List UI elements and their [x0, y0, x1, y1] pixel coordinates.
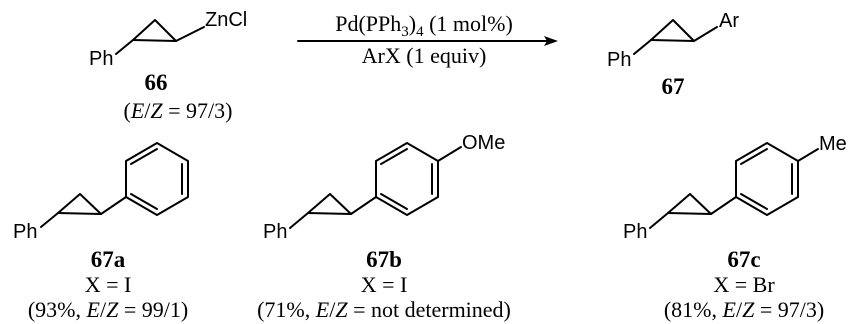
methoxy-bond-67b: [437, 146, 462, 162]
cyclopropane-67b: [307, 193, 352, 215]
ph-bond-67b: [289, 212, 309, 229]
compound-number-67a: 67a: [91, 247, 126, 272]
condition-catalyst: Pd(PPh3)4 (1 mol%): [335, 11, 513, 40]
reactant-zn-bond: [175, 26, 205, 42]
yield-67a: (93%, E/Z = 99/1): [28, 297, 188, 322]
yield-67b: (71%, E/Z = not determined): [257, 297, 511, 322]
reactant-66: Ph ZnCl 66 (E/Z = 97/3): [89, 9, 247, 123]
ph-label-67b: Ph: [263, 221, 287, 243]
product-ph-label: Ph: [607, 49, 631, 71]
reaction-arrow-group: Pd(PPh3)4 (1 mol%) ArX (1 equiv): [297, 11, 558, 68]
reactant-cyclopropane: [132, 19, 177, 42]
example-67a: Ph 67a X = I (93%, E/Z = 99/1): [13, 142, 189, 322]
condition-aryl-halide: ArX (1 equiv): [362, 43, 487, 68]
ph-bond-67c: [649, 212, 669, 229]
benzene-ring-67b: [375, 142, 439, 216]
compound-number-67b: 67b: [366, 247, 402, 272]
example-67c: Me Ph 67c X = Br (81%, E/Z = 97/3): [623, 133, 847, 322]
cyclopropane-67c: [667, 193, 712, 215]
example-67b: OMe Ph 67b X = I (71%, E/Z = not determi…: [257, 132, 511, 322]
methyl-bond-67c: [797, 148, 819, 162]
aryl-bond-67b: [350, 196, 377, 215]
halide-67a: X = I: [85, 272, 132, 297]
product-ar-bond: [693, 26, 718, 42]
product-compound-number: 67: [662, 74, 685, 99]
ph-label-67c: Ph: [623, 221, 647, 243]
reactant-zncl-label: ZnCl: [205, 9, 247, 31]
product-ar-label: Ar: [719, 10, 739, 32]
benzene-ring-67c: [735, 142, 799, 216]
aryl-bond-67c: [710, 196, 737, 215]
reactant-ph-bond: [115, 39, 134, 55]
aryl-bond-67a: [100, 196, 127, 215]
arrow-head: [544, 36, 558, 46]
methoxy-label-67b: OMe: [462, 132, 505, 154]
halide-67b: X = I: [361, 272, 408, 297]
compound-number-67c: 67c: [727, 247, 760, 272]
benzene-ring-67a: [125, 142, 189, 216]
ph-bond-67a: [40, 212, 59, 228]
yield-67c: (81%, E/Z = 97/3): [664, 297, 824, 322]
halide-67c: X = Br: [713, 272, 775, 297]
product-ph-bond: [633, 39, 652, 55]
reactant-compound-number: 66: [145, 70, 168, 95]
reactant-ez-ratio: (E/Z = 97/3): [123, 98, 232, 123]
ph-label-67a: Ph: [13, 221, 37, 243]
product-cyclopropane: [650, 19, 695, 42]
product-67: Ph Ar 67: [607, 10, 739, 99]
methyl-label-67c: Me: [819, 133, 847, 155]
cyclopropane-67a: [57, 193, 102, 215]
reactant-ph-label: Ph: [89, 48, 113, 70]
